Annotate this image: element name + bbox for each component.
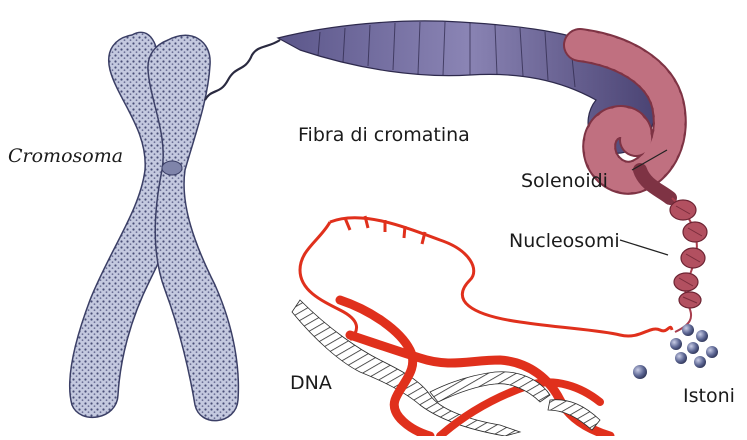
chromosome — [70, 32, 239, 420]
chromatin-thread — [205, 40, 280, 100]
label-fibra-di-cromatina: Fibra di cromatina — [298, 124, 470, 146]
helix-band-3 — [548, 400, 600, 430]
label-dna: DNA — [290, 372, 332, 394]
label-nucleosomi: Nucleosomi — [509, 230, 620, 252]
dna-helix — [292, 300, 610, 436]
nucleosome-string — [670, 198, 707, 332]
label-cromosoma: Cromosoma — [8, 145, 123, 167]
label-istoni: Istoni — [683, 385, 735, 407]
centromere — [162, 161, 182, 175]
label-solenoidi: Solenoidi — [521, 170, 608, 192]
helix-band-1 — [292, 300, 520, 436]
nucleosomi-pointer — [620, 240, 668, 255]
chromatid-right — [148, 35, 238, 420]
